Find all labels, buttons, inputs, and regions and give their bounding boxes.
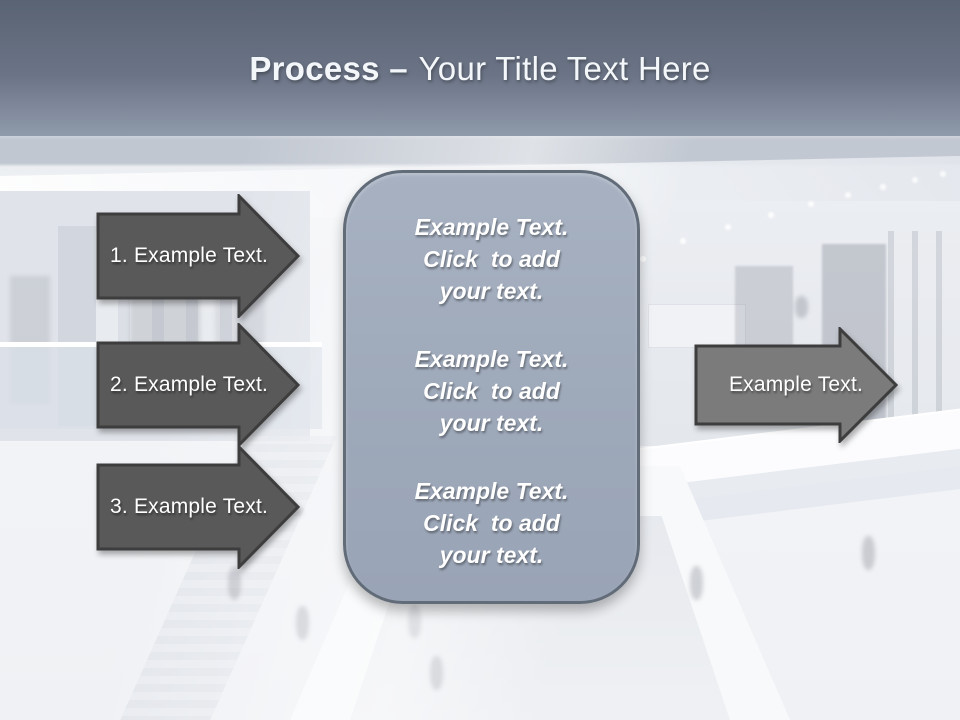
panel-text-block-3[interactable]: Example Text. Click to add your text. [414, 478, 569, 568]
title-rest: Your Title Text Here [418, 50, 711, 87]
bg-person [430, 656, 443, 690]
center-panel[interactable]: Example Text. Click to add your text. Ex… [343, 170, 640, 604]
process-arrow-3-label: 3. Example Text. [110, 495, 269, 518]
bg-person [228, 566, 241, 600]
slide-title[interactable]: Process – Your Title Text Here [0, 50, 960, 88]
bg-right-glass-railing [588, 447, 960, 535]
bg-person [296, 606, 309, 640]
right-arrow-icon [96, 323, 300, 447]
bg-person [408, 604, 421, 638]
process-arrow-1-label: 1. Example Text. [110, 244, 269, 267]
bg-left-pillar [58, 226, 96, 426]
right-arrow-icon [694, 327, 898, 443]
right-arrow-icon [96, 445, 300, 569]
bg-left-display-shadow [10, 276, 50, 404]
header-band [0, 0, 960, 136]
bg-person [795, 296, 808, 318]
result-arrow-label: Example Text. [728, 373, 864, 396]
process-arrow-2[interactable]: 2. Example Text. [96, 323, 300, 447]
panel-text-block-2[interactable]: Example Text. Click to add your text. [414, 346, 569, 436]
process-arrow-3[interactable]: 3. Example Text. [96, 445, 300, 569]
panel-text-block-1[interactable]: Example Text. Click to add your text. [414, 214, 569, 304]
title-emphasis: Process – [249, 50, 408, 87]
process-arrow-1[interactable]: 1. Example Text. [96, 194, 300, 318]
bg-person [690, 566, 703, 600]
result-arrow[interactable]: Example Text. [694, 327, 898, 443]
process-arrow-2-label: 2. Example Text. [110, 373, 269, 396]
right-arrow-icon [96, 194, 300, 318]
bg-person [862, 536, 875, 570]
bg-right-wall-panels [888, 231, 960, 461]
bg-ceiling-lights [640, 256, 646, 262]
